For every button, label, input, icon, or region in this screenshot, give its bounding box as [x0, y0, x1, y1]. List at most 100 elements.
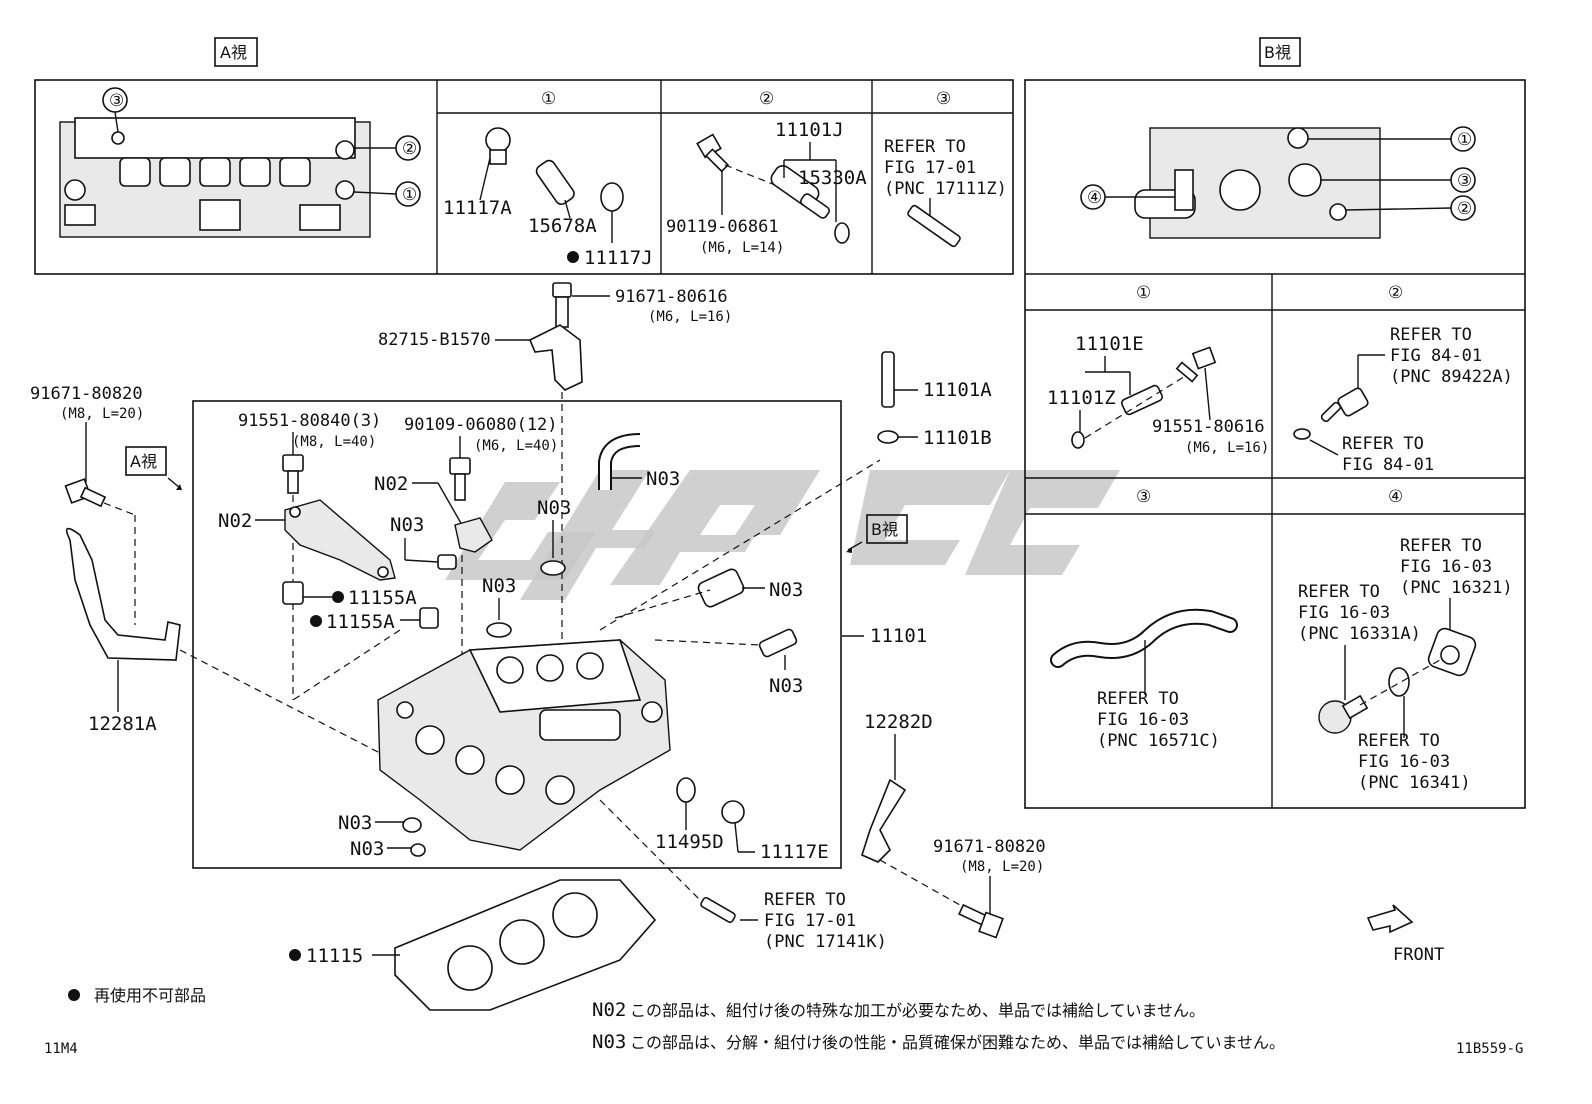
n03-label-2: N03 — [537, 497, 571, 519]
refer-17111z-l3[interactable]: (PNC 17111Z) — [884, 179, 1007, 199]
part-90119-06861[interactable]: 90119-06861 — [666, 217, 779, 237]
part-91671-80616[interactable]: 91671-80616 — [615, 287, 728, 307]
part-11495D[interactable]: 11495D — [655, 831, 724, 853]
refer-16571c-l3[interactable]: (PNC 16571C) — [1097, 731, 1220, 751]
a-view-tag — [214, 37, 258, 67]
pin-11155a-upper-drawing — [282, 581, 304, 605]
note-n03-text: この部品は、分解・組付け後の性能・品質確保が困難なため、単品では補給していません… — [630, 1033, 1285, 1052]
gasket-16341-drawing — [1388, 667, 1410, 697]
refer-16341-l1: REFER TO — [1358, 731, 1440, 751]
part-82715-B1570[interactable]: 82715-B1570 — [378, 330, 491, 350]
non-reusable-dot — [567, 251, 579, 263]
refer-16571c-l1: REFER TO — [1097, 689, 1179, 709]
front-arrow-icon — [1366, 904, 1414, 934]
part-91671-80820-right[interactable]: 91671-80820 — [933, 837, 1046, 857]
part-11101J[interactable]: 11101J — [775, 119, 844, 141]
head-side-view-a — [59, 117, 371, 238]
part-11155A-upper[interactable]: 11155A — [348, 587, 417, 609]
part-11101B[interactable]: 11101B — [923, 427, 992, 449]
stud-17141k-drawing — [700, 896, 736, 924]
stud-17111z-drawing — [907, 204, 961, 248]
bolt-91551-drawing — [282, 454, 304, 472]
part-11155A-lower[interactable]: 11155A — [326, 611, 395, 633]
n02-label-plate: N02 — [218, 510, 252, 532]
seal-n03-2-drawing — [540, 560, 566, 576]
part-91671-80820-left[interactable]: 91671-80820 — [30, 384, 143, 404]
bracket-82715-drawing — [528, 324, 583, 391]
marker-3-b: ③ — [1457, 171, 1472, 191]
part-11101E[interactable]: 11101E — [1075, 333, 1144, 355]
sleeve-n03-5-drawing — [697, 568, 745, 608]
refer-16571c-l2: FIG 16-03 — [1097, 710, 1189, 730]
part-11115[interactable]: 11115 — [306, 945, 363, 967]
refer-84-01-l2[interactable]: FIG 84-01 — [1342, 455, 1434, 475]
valve-15330a-drawing — [770, 164, 830, 219]
tube-15678a-drawing — [535, 159, 575, 206]
refer-89422a-l3[interactable]: (PNC 89422A) — [1390, 367, 1513, 387]
bolt-90109-drawing — [449, 457, 471, 475]
refer-16321-l3[interactable]: (PNC 16321) — [1400, 578, 1513, 598]
thermostat-16331a-drawing — [1318, 694, 1369, 734]
b-view-label: B視 — [1264, 43, 1291, 62]
subpanel-a2-header: ② — [759, 89, 774, 109]
part-91551-80616[interactable]: 91551-80616 — [1152, 417, 1265, 437]
cylinder-head-frame — [192, 400, 842, 869]
part-91551-80840-spec: (M8, L=40) — [292, 434, 376, 450]
part-11117E[interactable]: 11117E — [760, 841, 829, 863]
a-view-label: A視 — [220, 43, 247, 62]
note-n02-code: N02 — [592, 999, 626, 1021]
part-91671-80616-spec: (M6, L=16) — [648, 309, 732, 325]
pipe-n03-4-drawing — [598, 433, 641, 490]
refer-16341-l3[interactable]: (PNC 16341) — [1358, 773, 1471, 793]
legend-non-reusable: 再使用不可部品 — [94, 986, 206, 1005]
refer-17141k-l2: FIG 17-01 — [764, 911, 856, 931]
bracket-12281a-drawing — [65, 527, 181, 661]
refer-16331a-l3[interactable]: (PNC 16331A) — [1298, 624, 1421, 644]
ring-11495d-drawing — [676, 777, 696, 803]
footer-left-code: 11M4 — [44, 1041, 78, 1057]
marker-2-a: ② — [402, 139, 417, 159]
footer-figure-code: 11B559-G — [1456, 1041, 1523, 1057]
marker-3-a: ③ — [109, 91, 124, 111]
b-view-tag — [1259, 37, 1301, 67]
bolt-91671-80820-left-drawing — [64, 478, 107, 508]
refer-16331a-l1: REFER TO — [1298, 582, 1380, 602]
refer-16321-l2: FIG 16-03 — [1400, 557, 1492, 577]
part-12282D[interactable]: 12282D — [864, 711, 933, 733]
part-11101Z[interactable]: 11101Z — [1047, 387, 1116, 409]
n03-label-5: N03 — [769, 579, 803, 601]
refer-17141k-l3[interactable]: (PNC 17141K) — [764, 932, 887, 952]
cylinder-head-body-drawing — [377, 639, 671, 851]
part-11101[interactable]: 11101 — [870, 625, 927, 647]
n03-label-7: N03 — [338, 812, 372, 834]
refer-16341-l2: FIG 16-03 — [1358, 752, 1450, 772]
refer-89422a-l2: FIG 84-01 — [1390, 346, 1482, 366]
refer-16331a-l2: FIG 16-03 — [1298, 603, 1390, 623]
stud-11101a-drawing — [881, 351, 895, 408]
subpanel-a1-header: ① — [541, 89, 556, 109]
marker-1-a: ① — [402, 185, 417, 205]
part-90109-06080-spec: (M6, L=40) — [474, 438, 558, 454]
refer-89422a-l1: REFER TO — [1390, 325, 1472, 345]
b-view-marker-label: B視 — [871, 520, 898, 539]
bracket-12282d-drawing — [861, 778, 907, 863]
part-11117A[interactable]: 11117A — [443, 197, 512, 219]
bolt-91671-80820-right-drawing — [958, 903, 1004, 939]
head-end-view-b — [1134, 127, 1381, 239]
a-view-marker-main — [125, 446, 167, 476]
marker-1-b: ① — [1457, 130, 1472, 150]
part-15678A[interactable]: 15678A — [528, 215, 597, 237]
subpanel-b2-header: ② — [1388, 283, 1403, 303]
refer-17111z-l2: FIG 17-01 — [884, 158, 976, 178]
part-91551-80840[interactable]: 91551-80840(3) — [238, 411, 381, 431]
n03-label-3: N03 — [482, 575, 516, 597]
seal-n03-3-drawing — [486, 622, 512, 638]
part-12281A[interactable]: 12281A — [88, 713, 157, 735]
part-11101A[interactable]: 11101A — [923, 379, 992, 401]
b-view-marker-main — [866, 514, 908, 544]
part-91551-80616-spec: (M6, L=16) — [1185, 440, 1269, 456]
part-15330A[interactable]: 15330A — [798, 167, 867, 189]
part-11117J[interactable]: 11117J — [584, 247, 653, 269]
part-90109-06080[interactable]: 90109-06080(12) — [404, 415, 558, 435]
